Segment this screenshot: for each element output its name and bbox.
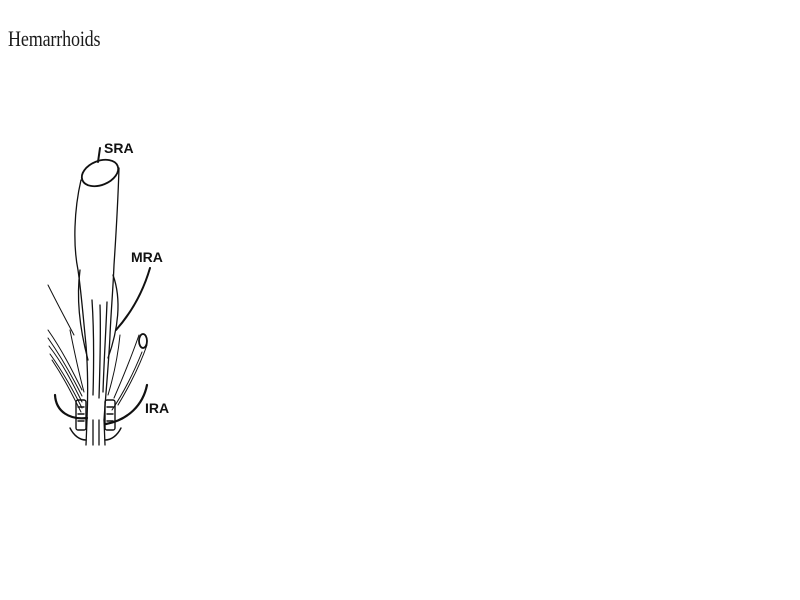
rectum-left-wall	[75, 180, 88, 420]
rectum-opening	[78, 155, 122, 191]
rectum-fold	[103, 302, 107, 392]
inferior-rectal-artery	[55, 385, 147, 424]
label-sra: SRA	[104, 140, 134, 156]
label-mra: MRA	[131, 249, 163, 265]
label-ira: IRA	[145, 400, 169, 416]
middle-rectal-artery	[116, 268, 150, 330]
rectum-fold	[99, 305, 100, 398]
rectum-fold	[92, 300, 94, 395]
